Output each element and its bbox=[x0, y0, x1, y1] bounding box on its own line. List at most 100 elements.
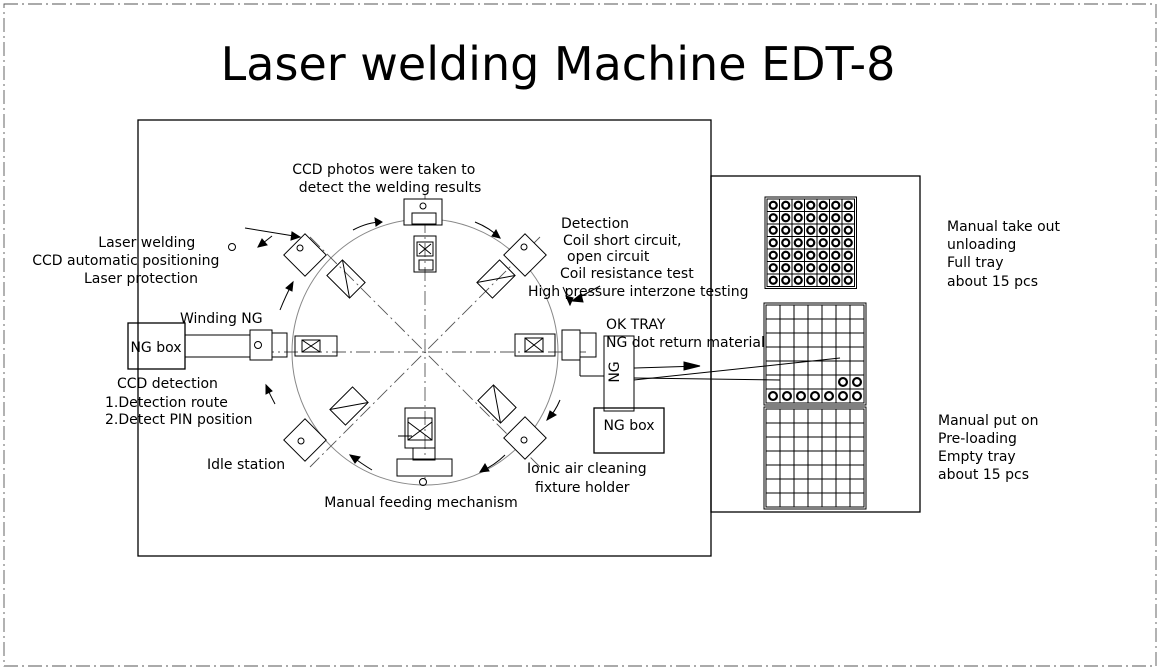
transfer-lines bbox=[570, 285, 841, 381]
tray-cell bbox=[849, 492, 865, 508]
tray-cell bbox=[793, 478, 809, 494]
ng-box-left-label: NG box bbox=[130, 340, 181, 356]
tray-part bbox=[818, 213, 828, 223]
station-bottom bbox=[396, 407, 453, 486]
station-upper-left bbox=[283, 233, 366, 299]
tray-cell bbox=[807, 450, 823, 466]
tray-cell bbox=[779, 304, 795, 320]
tray-cell bbox=[779, 332, 795, 348]
label-detection: Detection Coil short circuit, open circu… bbox=[528, 216, 749, 300]
tray-part bbox=[781, 250, 791, 260]
tray-cell bbox=[765, 408, 781, 424]
tray-cell bbox=[765, 464, 781, 480]
tray-cell bbox=[821, 422, 837, 438]
full-tray bbox=[764, 196, 857, 289]
tray-part bbox=[818, 225, 828, 235]
tray-cell bbox=[835, 464, 851, 480]
tray-cell bbox=[835, 332, 851, 348]
tray-part bbox=[793, 263, 803, 273]
tray-cell bbox=[821, 374, 837, 390]
tray-cell bbox=[807, 408, 823, 424]
tray-cell bbox=[765, 346, 781, 362]
tray-cell bbox=[821, 332, 837, 348]
tray-part bbox=[806, 200, 816, 210]
tray-part bbox=[818, 263, 828, 273]
diagram-title: Laser welding Machine EDT-8 bbox=[221, 37, 896, 91]
tray-part bbox=[768, 200, 778, 210]
ng-box-right: NG box bbox=[593, 407, 665, 454]
tray-cell bbox=[779, 478, 795, 494]
tray-part bbox=[781, 263, 791, 273]
tray-part bbox=[818, 275, 828, 285]
tray-part bbox=[818, 200, 828, 210]
tray-part bbox=[843, 213, 853, 223]
tray-cell bbox=[849, 332, 865, 348]
tray-cell bbox=[765, 436, 781, 452]
tray-cell bbox=[779, 374, 795, 390]
tray-cell bbox=[765, 374, 781, 390]
station-lower-right bbox=[477, 384, 547, 460]
tray-part bbox=[768, 225, 778, 235]
tray-cell bbox=[807, 422, 823, 438]
tray-part bbox=[793, 250, 803, 260]
tray-cell bbox=[793, 318, 809, 334]
tray-cell bbox=[779, 422, 795, 438]
tray-cell bbox=[793, 346, 809, 362]
tray-cell bbox=[793, 408, 809, 424]
station-left bbox=[249, 329, 338, 361]
tray-cell bbox=[765, 332, 781, 348]
tray-cell bbox=[849, 388, 865, 404]
tray-part bbox=[843, 225, 853, 235]
tray-cell bbox=[807, 360, 823, 376]
tray-part bbox=[843, 238, 853, 248]
tray-part bbox=[843, 250, 853, 260]
tray-part bbox=[831, 275, 841, 285]
tray-part bbox=[768, 263, 778, 273]
tray-cell bbox=[765, 492, 781, 508]
tray-part bbox=[843, 275, 853, 285]
label-manual-take-out: Manual take out unloading Full tray abou… bbox=[947, 219, 1064, 290]
tray-cell bbox=[807, 318, 823, 334]
label-idle-station: Idle station bbox=[207, 457, 285, 473]
tray-part bbox=[831, 238, 841, 248]
tray-cell bbox=[835, 304, 851, 320]
tray-part bbox=[781, 238, 791, 248]
tray-cell bbox=[807, 492, 823, 508]
tray-part bbox=[806, 225, 816, 235]
tray-cell bbox=[807, 332, 823, 348]
tray-part bbox=[793, 275, 803, 285]
tray-cell bbox=[765, 450, 781, 466]
tray-cell bbox=[779, 450, 795, 466]
label-manual-put-on: Manual put on Pre-loading Empty tray abo… bbox=[938, 413, 1043, 483]
tray-cell bbox=[849, 318, 865, 334]
tray-part bbox=[851, 390, 863, 402]
station-top bbox=[403, 198, 443, 273]
tray-part bbox=[793, 225, 803, 235]
tray-cell bbox=[849, 422, 865, 438]
tray-cell bbox=[849, 408, 865, 424]
tray-border bbox=[764, 196, 857, 289]
label-ok-tray: OK TRAY bbox=[606, 317, 666, 333]
label-ccd-photos: CCD photos were taken to detect the weld… bbox=[292, 162, 481, 196]
drawing-frame bbox=[3, 3, 1157, 667]
tray-cell bbox=[849, 464, 865, 480]
station-upper-right bbox=[476, 233, 547, 299]
tray-cell bbox=[821, 408, 837, 424]
ng-box-left: NG box bbox=[127, 322, 251, 370]
tray-cell bbox=[821, 318, 837, 334]
tray-part bbox=[781, 390, 793, 402]
tray-cell bbox=[821, 450, 837, 466]
label-manual-feeding: Manual feeding mechanism bbox=[324, 495, 518, 511]
tray-part bbox=[818, 238, 828, 248]
tray-cell bbox=[765, 304, 781, 320]
tray-cell bbox=[821, 464, 837, 480]
tray-cell bbox=[779, 436, 795, 452]
tray-part bbox=[831, 225, 841, 235]
tray-part bbox=[809, 390, 821, 402]
tray-cell bbox=[779, 318, 795, 334]
tray-part bbox=[781, 213, 791, 223]
ok-tray bbox=[763, 302, 867, 406]
tray-cell bbox=[793, 374, 809, 390]
tray-cell bbox=[765, 318, 781, 334]
